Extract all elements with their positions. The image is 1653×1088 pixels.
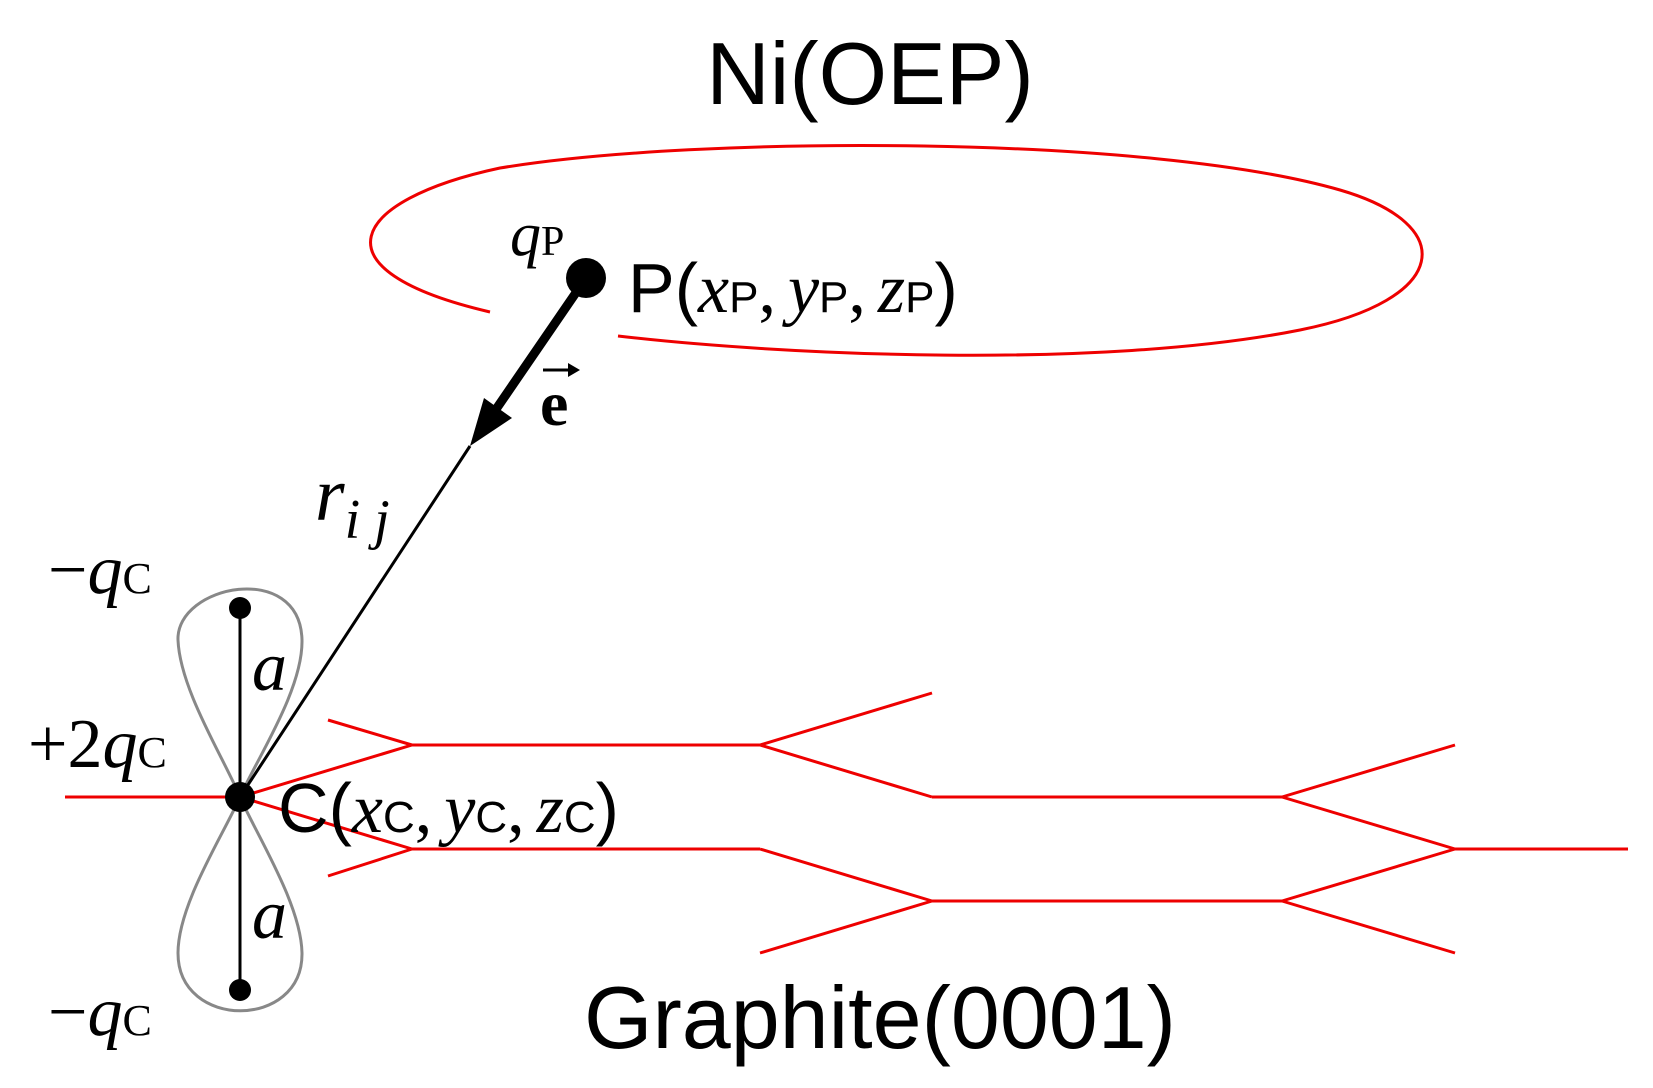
graphite-bond [759, 743, 933, 799]
label-charge-mid: +2qC [28, 706, 167, 783]
graphite-bond [759, 847, 933, 903]
label-point-p: P(xP,yP,zP) [628, 249, 958, 328]
label-q-p: qP [510, 201, 564, 269]
label-separation-top: a [252, 629, 287, 706]
graphite-bond [1281, 899, 1456, 955]
molecule-title: Ni(OEP) [706, 24, 1034, 123]
graphite-bond [1281, 795, 1456, 851]
graphite-lattice [65, 691, 1628, 955]
graphite-bond [327, 718, 413, 747]
label-separation-bottom: a [252, 877, 287, 954]
unit-vector-arrowhead [470, 398, 512, 446]
molecule-ellipse-outline [369, 143, 1424, 357]
label-charge-bottom: −qC [48, 974, 152, 1051]
graphite-bond [1281, 847, 1456, 903]
graphite-bond [239, 795, 413, 851]
distance-line [238, 445, 472, 798]
graphite-bond [759, 899, 933, 955]
unit-vector-shaft [485, 273, 591, 423]
graphite-bond [759, 691, 933, 747]
graphite-bond [327, 847, 413, 878]
graphite-bond [239, 743, 413, 799]
label-unit-vector: e [540, 368, 568, 439]
vector-arrow-icon [543, 363, 580, 377]
surface-title: Graphite(0001) [584, 968, 1176, 1067]
label-point-c: C(xC,yC,zC) [278, 769, 619, 848]
atom-p-dot [566, 258, 606, 298]
label-charge-top: −qC [48, 532, 152, 609]
charge-top-dot [229, 597, 251, 619]
charge-bottom-dot [229, 979, 251, 1001]
label-distance: ri j [315, 453, 390, 551]
graphite-bond [1281, 743, 1456, 799]
